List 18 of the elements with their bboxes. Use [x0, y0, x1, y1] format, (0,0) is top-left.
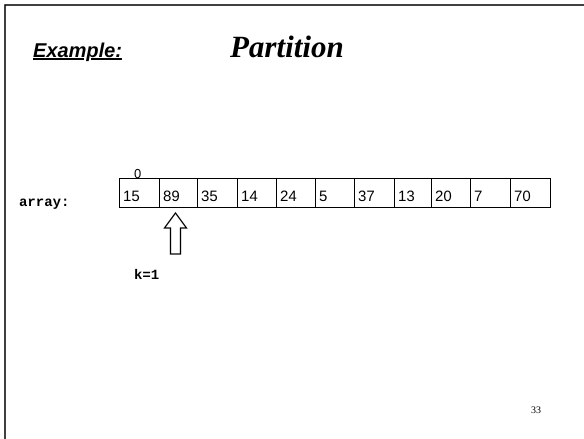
- array-cell: 5: [315, 178, 355, 208]
- array-cell: 14: [237, 178, 277, 208]
- array-cell: 24: [276, 178, 316, 208]
- array-cell: 37: [354, 178, 395, 208]
- array-cell: 89: [159, 178, 198, 208]
- array-cell: 7: [470, 178, 511, 208]
- array-label: array:: [19, 195, 70, 211]
- array-cell: 35: [197, 178, 238, 208]
- title: Partition: [230, 29, 344, 65]
- heading-label: Example:: [33, 40, 122, 63]
- page-number: 33: [531, 405, 541, 416]
- array-cell: 13: [394, 178, 432, 208]
- array-cell: 15: [119, 178, 160, 208]
- index-label: k=1: [134, 268, 160, 284]
- index-label: 0: [134, 166, 142, 181]
- array-cell: 70: [510, 178, 551, 208]
- array-cell: 20: [431, 178, 471, 208]
- hollow-arrow: [163, 212, 188, 255]
